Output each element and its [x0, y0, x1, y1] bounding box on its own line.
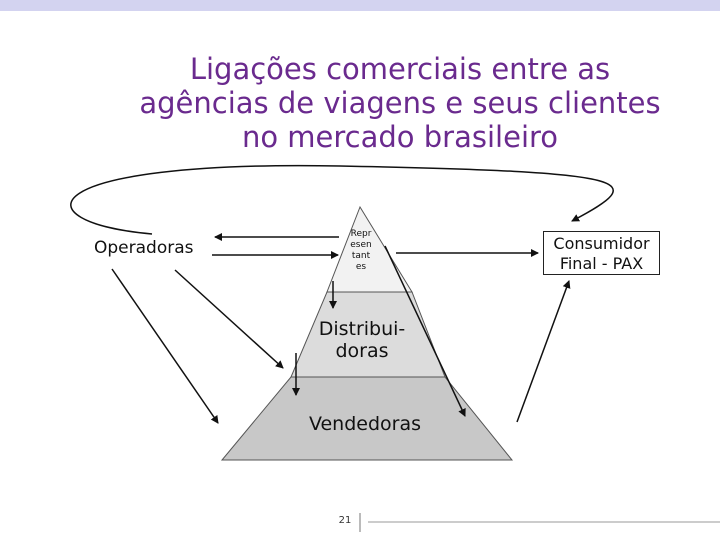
arrow-representantes-vendedoras	[384, 245, 466, 417]
node-operadoras: Operadoras	[94, 238, 194, 258]
node-distribuidoras: Distribui- doras	[300, 318, 424, 362]
title-line-3: no mercado brasileiro	[241, 120, 559, 154]
consumidor-line-1: Consumidor	[553, 234, 650, 253]
page-number: 21	[338, 515, 352, 526]
consumidor-line-2: Final - PAX	[559, 254, 644, 273]
pyramid-tier-vendedoras	[220, 376, 514, 461]
node-vendedoras: Vendedoras	[308, 413, 422, 435]
distribuidoras-line-2: doras	[335, 340, 389, 362]
arrow-vendedoras-consumidor	[516, 280, 571, 423]
distribuidoras-line-1: Distribui-	[318, 318, 406, 340]
title-line-1: Ligações comerciais entre as	[189, 52, 611, 86]
node-consumidor-final: Consumidor Final - PAX	[543, 231, 660, 275]
arrow-operadoras-distribuidoras	[174, 269, 284, 369]
arrow-operadoras-consumidor	[70, 164, 614, 235]
arrow-operadoras-vendedoras	[111, 268, 219, 424]
title-line-2: agências de viagens e seus clientes	[139, 86, 661, 120]
slide-title: Ligações comerciais entre as agências de…	[60, 52, 720, 154]
header-bar	[0, 0, 720, 11]
node-representantes: Repr esen tant es	[350, 229, 372, 272]
